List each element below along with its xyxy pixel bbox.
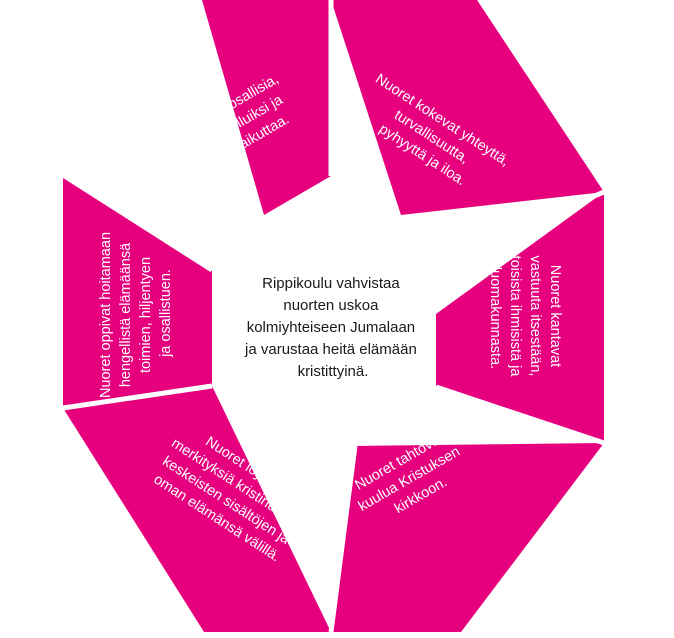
segment-right [436, 192, 604, 443]
svg-text:Nuoret kantavat vastuuta: Nuoret kantavat vastuuta itsestään, tois… [487, 256, 563, 381]
center-hexagon [212, 215, 436, 446]
center-line: Rippikoulu vahvistaa [262, 275, 400, 292]
segment-line: toisista ihmisistä ja [507, 256, 523, 378]
segment-left [63, 175, 212, 408]
center-line: kolmiyhteiseen Jumalaan [247, 319, 415, 336]
segment-top-left [202, 0, 331, 215]
segment-line: ja osallistuen. [158, 269, 174, 358]
separators [61, 0, 605, 633]
segment-bottom-left [63, 386, 331, 632]
separator-top-left [61, 172, 214, 273]
center-line: kristittyinä. [298, 363, 369, 380]
segment-line: Nuoret kantavat [547, 265, 563, 367]
separator-bottom-left [62, 383, 213, 411]
center-line: ja varustaa heitä elämään [244, 341, 417, 358]
segment-text-left: Nuoret oppivat hoitamaan hengellistä elä… [98, 228, 174, 398]
segment-line: hengellistä elämäänsä [118, 242, 134, 387]
separator-bottom [328, 445, 358, 633]
segment-line: Nuoret oppivat hoitamaan [98, 232, 114, 398]
segment-line: vastuuta itsestään, [527, 256, 543, 377]
center-text: Rippikoulu vahvistaa nuorten uskoa kolmi… [244, 275, 421, 380]
segment-top-right [331, 0, 604, 215]
svg-text:Nuoret oppivat hoitamaan: Nuoret oppivat hoitamaan hengellistä elä… [98, 228, 174, 398]
separator-bottom-right [435, 384, 605, 446]
separator-top-right [435, 189, 605, 265]
segment-line: toimien, hiljentyen [138, 257, 154, 373]
center-line: nuorten uskoa [283, 297, 379, 314]
segment-text-right: Nuoret kantavat vastuuta itsestään, tois… [487, 256, 563, 381]
segment-bottom-right [331, 443, 604, 632]
segment-line: luomakunnasta. [487, 267, 503, 369]
